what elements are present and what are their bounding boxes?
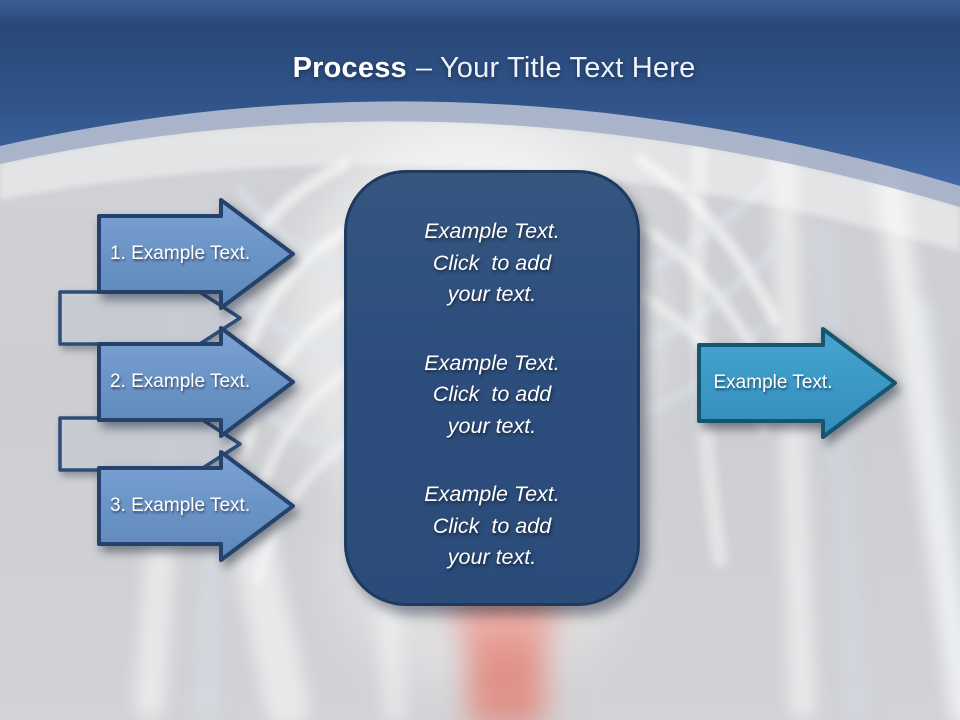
placeholder-text-line: your text. bbox=[447, 545, 537, 569]
process-arrow-2-shape bbox=[97, 326, 295, 438]
placeholder-text-line: Click to add bbox=[432, 513, 552, 538]
title-text-bold: Process bbox=[292, 52, 407, 84]
placeholder-text-line: Example Text. bbox=[424, 482, 560, 506]
process-arrow-2-label: 2. Example Text. bbox=[110, 371, 251, 392]
placeholder-paragraph-1: Example Text. Click to add your text. bbox=[347, 216, 637, 311]
placeholder-paragraph-2: Example Text. Click to add your text. bbox=[347, 348, 637, 443]
placeholder-text-line: Click to add bbox=[432, 382, 552, 406]
process-arrow-3-shape bbox=[97, 450, 295, 562]
process-arrow-3-label: 3. Example Text. bbox=[110, 495, 251, 516]
process-arrow-1-shape bbox=[97, 198, 295, 310]
content-placeholder-box[interactable]: Example Text. Click to add your text. Ex… bbox=[344, 170, 640, 606]
result-arrow-label: Example Text. bbox=[713, 372, 833, 393]
header-blue-shape bbox=[0, 0, 960, 186]
placeholder-text-line: your text. bbox=[447, 413, 537, 438]
placeholder-paragraph-3: Example Text. Click to add your text. bbox=[347, 479, 637, 574]
process-arrow-3[interactable]: 3. Example Text. bbox=[97, 450, 297, 562]
process-arrow-1-label: 1. Example Text. bbox=[110, 243, 251, 264]
header-swoosh-highlight bbox=[0, 120, 960, 252]
result-arrow[interactable]: Example Text. bbox=[697, 327, 899, 439]
title-text-rest: – Your Title Text Here bbox=[415, 52, 696, 84]
placeholder-text-line: Example Text. bbox=[424, 219, 560, 243]
placeholder-text-line: your text. bbox=[447, 282, 537, 306]
placeholder-text-line: Click to add bbox=[432, 250, 552, 275]
header-under-band bbox=[0, 101, 960, 207]
process-arrow-2[interactable]: 2. Example Text. bbox=[97, 326, 297, 438]
result-arrow-shape bbox=[697, 327, 897, 439]
placeholder-text-line: Example Text. bbox=[424, 350, 560, 375]
header-banner bbox=[0, 0, 960, 252]
process-arrow-1[interactable]: 1. Example Text. bbox=[97, 198, 297, 310]
slide-title: Process– Your Title Text Here bbox=[0, 52, 960, 85]
